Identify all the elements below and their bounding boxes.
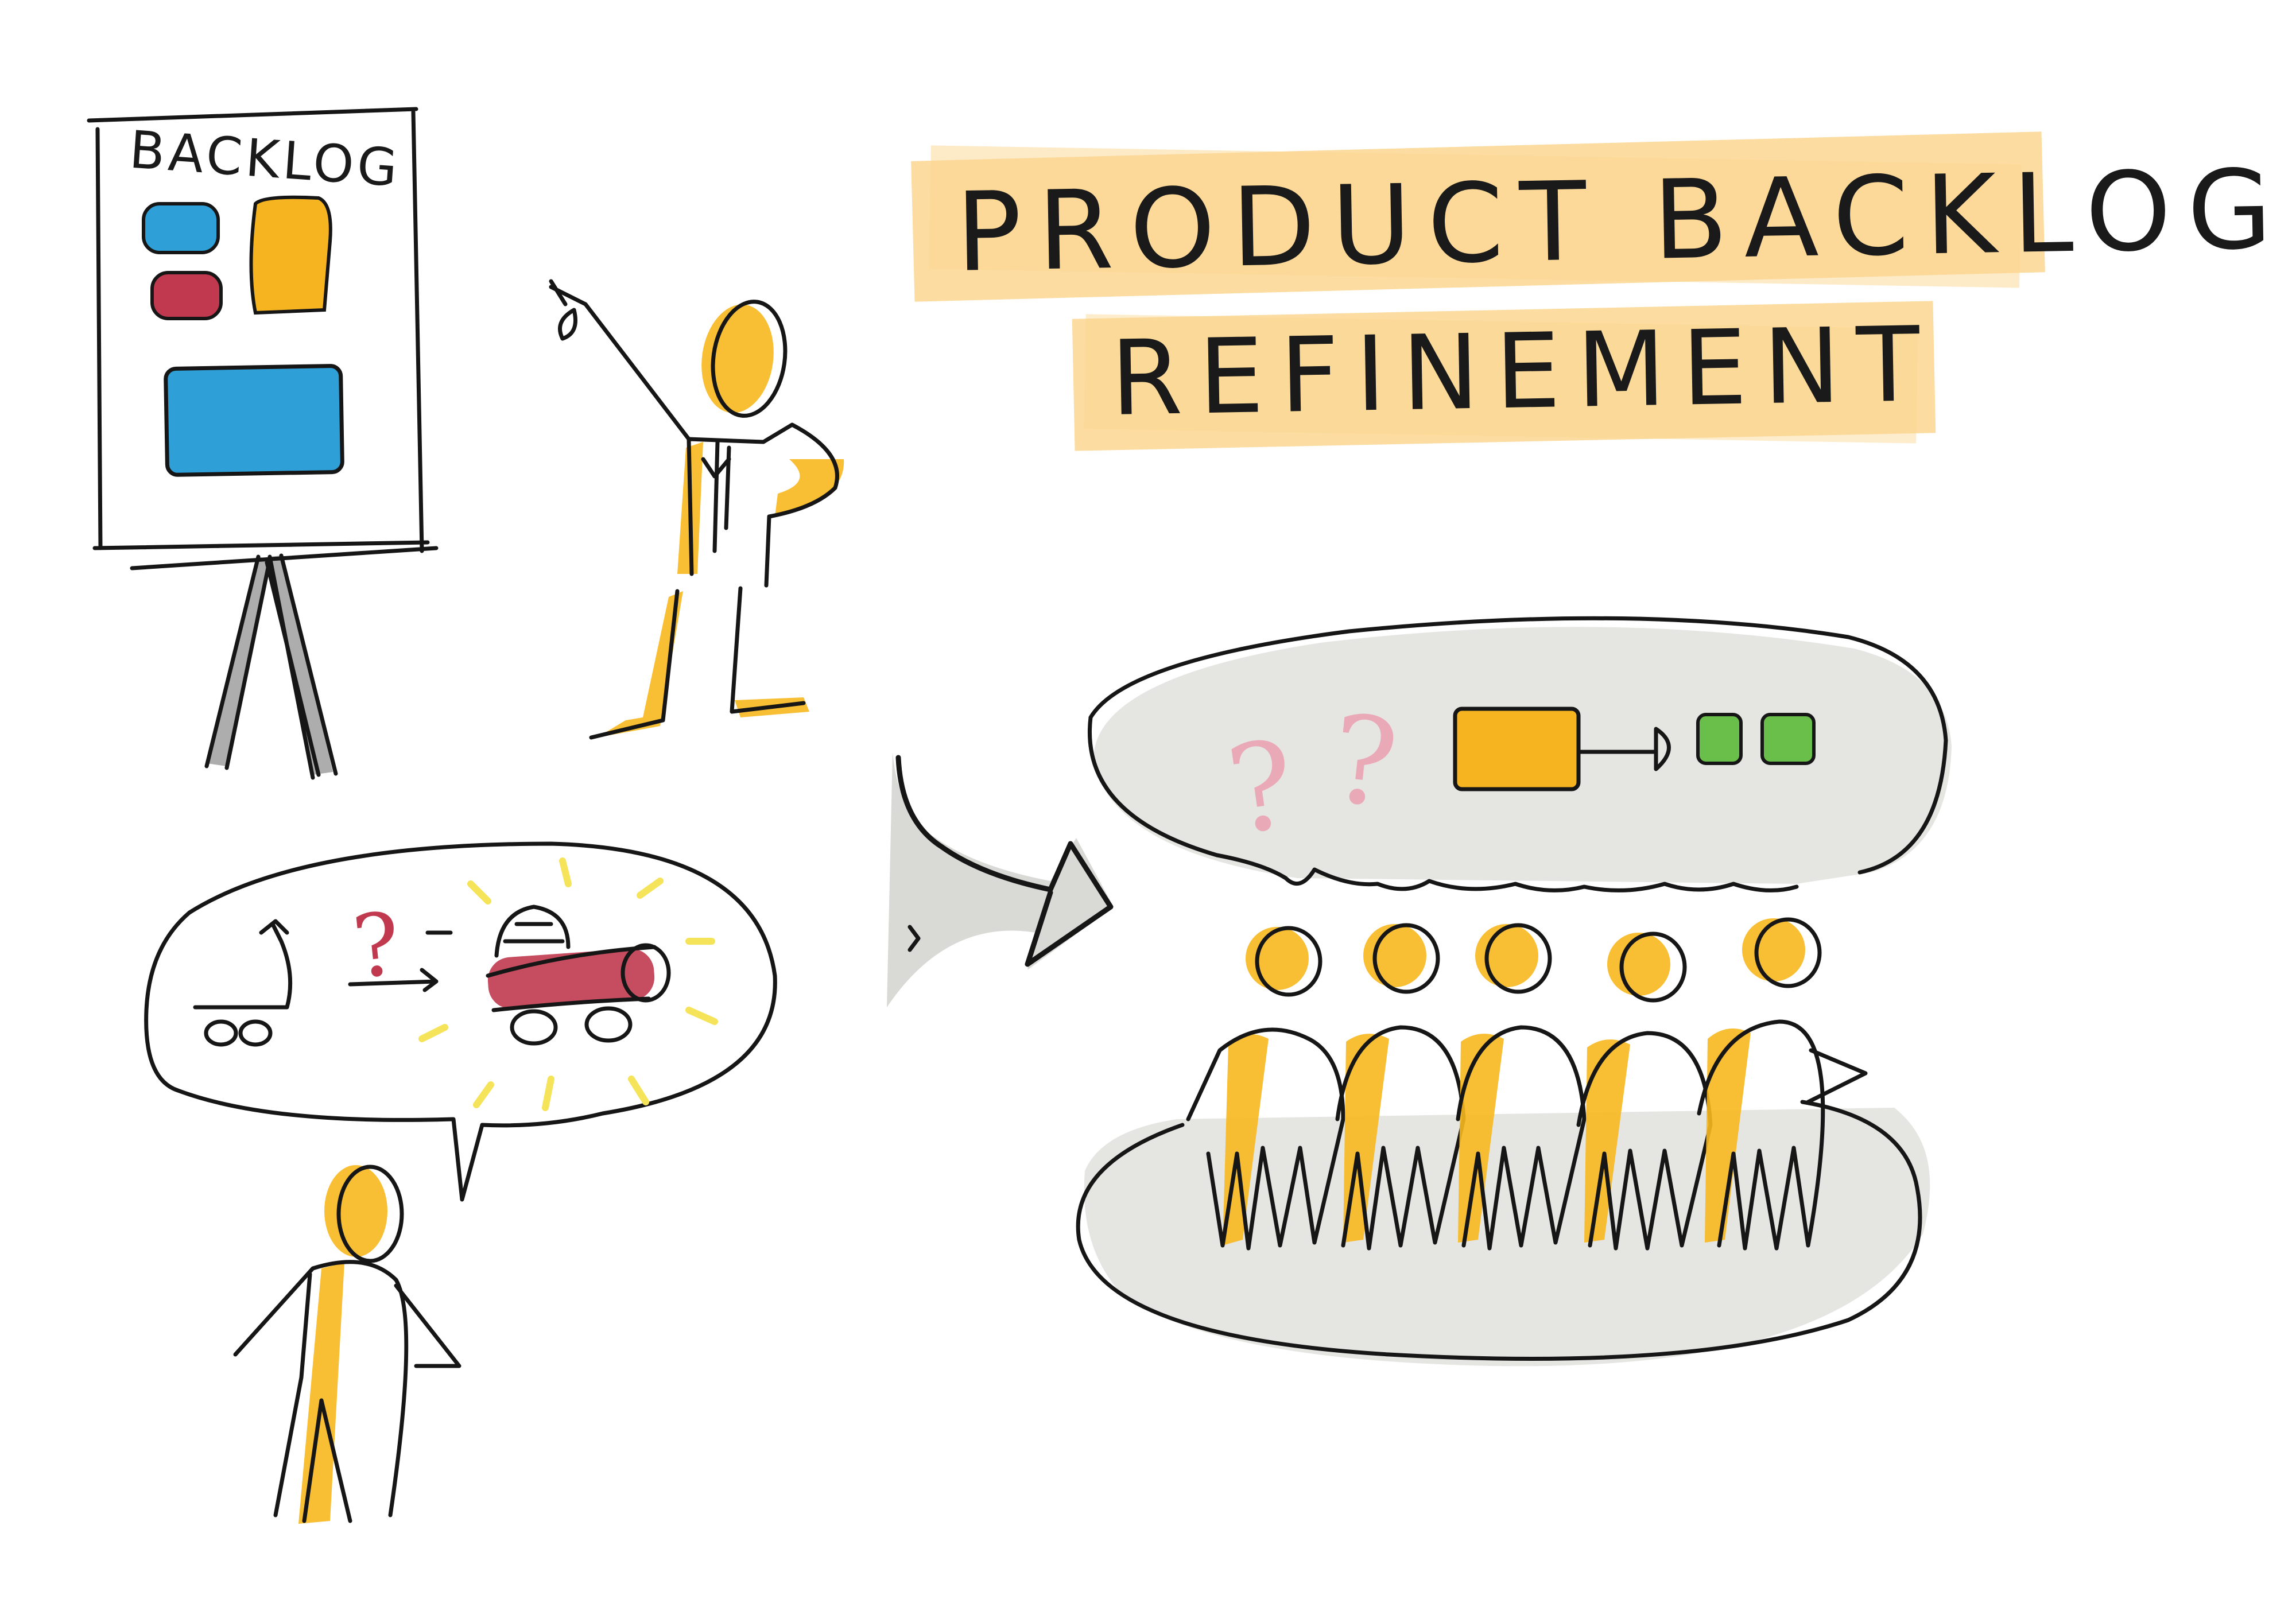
team-table bbox=[1076, 1100, 1930, 1367]
product-owner-figure bbox=[233, 1165, 461, 1524]
idea-speech-bubble: ? bbox=[144, 841, 777, 1202]
title-line-2: REFINEMENT bbox=[1110, 305, 1937, 439]
team-member-5 bbox=[1697, 917, 1868, 1251]
team-member-3 bbox=[1456, 923, 1587, 1251]
presenter-head bbox=[711, 300, 788, 418]
team-members bbox=[1186, 917, 1868, 1251]
team-member-1 bbox=[1186, 926, 1345, 1251]
presenter-figure bbox=[549, 279, 844, 740]
title-line-1: PRODUCT BACKLOG bbox=[955, 146, 2289, 296]
title-highlight-2b bbox=[1084, 314, 1918, 444]
scooter-icon bbox=[193, 919, 293, 1010]
question-mark-2: ? bbox=[1325, 688, 1404, 835]
product-owner-head bbox=[336, 1165, 404, 1263]
easel-leg-left bbox=[207, 557, 270, 766]
board-card-blue-large bbox=[164, 364, 344, 477]
team-member-2 bbox=[1335, 923, 1466, 1251]
title-block: PRODUCT BACKLOG REFINEMENT bbox=[911, 131, 2289, 451]
refined-card-orange bbox=[1453, 707, 1581, 791]
title-highlight-1b bbox=[929, 145, 2022, 288]
arrow-outline bbox=[895, 755, 1114, 967]
team-thought-bubble: ? ? bbox=[1088, 616, 1952, 892]
idea-burst bbox=[418, 857, 718, 1111]
refined-card-green-2 bbox=[1760, 713, 1816, 765]
board-label: BACKLOG bbox=[127, 120, 402, 199]
team-member-4 bbox=[1576, 931, 1713, 1251]
title-highlight-2 bbox=[1072, 301, 1936, 451]
flow-arrow bbox=[887, 752, 1114, 1007]
presenter-head-shade bbox=[701, 304, 774, 413]
speech-bubble-outline bbox=[144, 841, 777, 1202]
board-frame bbox=[87, 107, 439, 570]
easel-leg-right bbox=[270, 556, 333, 775]
board-card-red-small bbox=[150, 271, 223, 320]
refined-card-green-1 bbox=[1696, 713, 1743, 765]
board-card-orange bbox=[249, 195, 332, 315]
thought-bubble-outline bbox=[1088, 616, 1948, 892]
table-shadow bbox=[1084, 1108, 1930, 1367]
arrow-shadow bbox=[887, 752, 1114, 1007]
backlog-board: BACKLOG bbox=[87, 107, 439, 780]
board-card-blue-small bbox=[142, 202, 220, 254]
table-outline bbox=[1076, 1100, 1922, 1361]
presenter-hand-pointer bbox=[549, 279, 577, 341]
